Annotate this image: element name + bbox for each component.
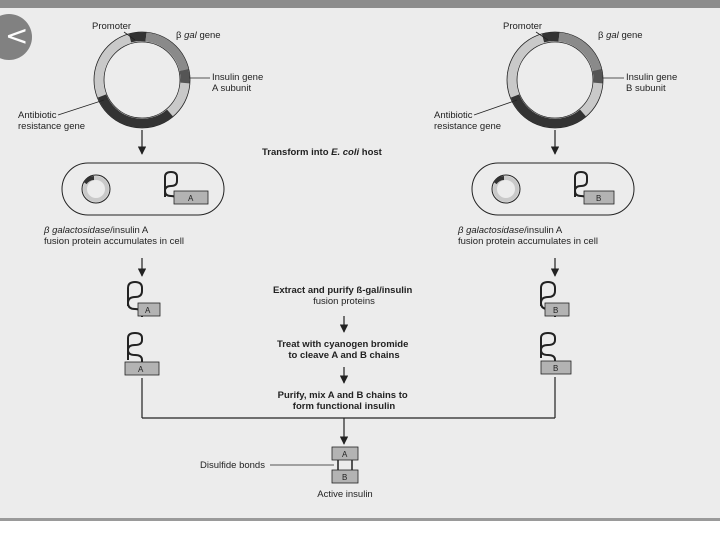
left-cell-box-letter: A xyxy=(188,194,194,203)
step-extract-label: Extract and purify ß-gal/insulin fusion … xyxy=(273,285,415,307)
left-promoter-label: Promoter xyxy=(92,21,131,32)
transform-step-label: Transform into E. coli host xyxy=(262,147,383,158)
right-protein-letter: B xyxy=(553,306,558,315)
left-antibiotic-segment xyxy=(97,94,173,128)
right-chain-letter: B xyxy=(553,364,558,373)
left-fusion-protein xyxy=(126,280,161,317)
left-protein-letter: A xyxy=(145,306,151,315)
top-border-band xyxy=(0,0,720,8)
left-insulin-segment xyxy=(179,68,190,84)
left-fusion-label: β galactosidase/insulin A fusion protein… xyxy=(43,225,184,247)
right-fusion-protein xyxy=(539,280,570,317)
active-insulin-label: Active insulin xyxy=(317,489,372,500)
right-cell-box-letter: B xyxy=(596,194,601,203)
right-ecoli-cell xyxy=(471,162,635,216)
right-promoter-leader xyxy=(535,31,549,41)
chevron-left-icon: < xyxy=(5,19,29,52)
active-insulin-b-letter: B xyxy=(342,473,347,482)
right-insulin-b-chain xyxy=(539,331,572,375)
right-promoter-segment xyxy=(541,32,560,43)
right-plasmid xyxy=(506,31,604,129)
left-promoter-segment xyxy=(128,32,147,43)
left-antibiotic-leader xyxy=(57,99,105,116)
step-mix-label: Purify, mix A and B chains to form funct… xyxy=(278,390,411,412)
left-promoter-leader xyxy=(123,31,136,41)
right-insulin-segment xyxy=(592,68,603,84)
left-insulin-gene-label: Insulin gene A subunit xyxy=(212,72,266,94)
left-antibiotic-label: Antibiotic resistance gene xyxy=(18,110,85,132)
left-bgal-gene-label: β gal gene xyxy=(176,30,221,41)
step-cleave-label: Treat with cyanogen bromide to cleave A … xyxy=(277,339,411,361)
right-antibiotic-label: Antibiotic resistance gene xyxy=(434,110,501,132)
active-insulin-a-letter: A xyxy=(342,450,348,459)
left-chain-letter: A xyxy=(138,365,144,374)
right-insulin-gene-label: Insulin gene B subunit xyxy=(626,72,680,94)
right-fusion-label: β galactosidase/insulin A fusion protein… xyxy=(457,225,598,247)
right-antibiotic-leader xyxy=(473,99,518,116)
left-insulin-a-chain xyxy=(124,331,160,376)
active-insulin xyxy=(331,446,359,484)
bottom-border-line xyxy=(0,518,720,521)
right-promoter-label: Promoter xyxy=(503,21,542,32)
left-plasmid xyxy=(93,31,191,129)
right-bgal-segment xyxy=(558,32,602,72)
right-antibiotic-segment xyxy=(510,94,586,128)
left-ecoli-cell xyxy=(61,162,225,216)
disulfide-label: Disulfide bonds xyxy=(200,460,265,471)
left-bgal-segment xyxy=(145,32,189,72)
right-bgal-gene-label: β gal gene xyxy=(598,30,643,41)
